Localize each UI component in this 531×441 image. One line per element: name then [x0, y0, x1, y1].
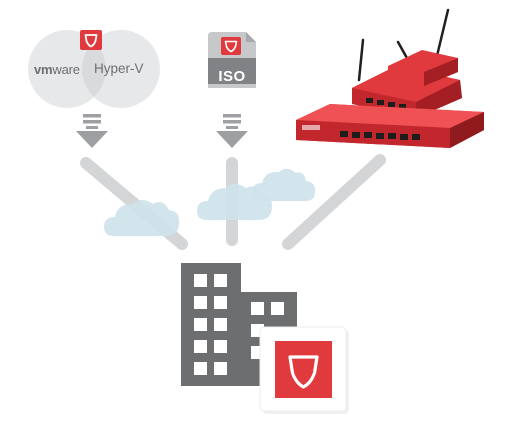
cloud-icon — [252, 168, 316, 201]
vmware-logo-prefix: vm — [34, 62, 53, 77]
brand-card — [259, 326, 349, 414]
hyperv-circle — [82, 30, 160, 108]
cloud-icon — [104, 200, 180, 236]
connection-hw-line — [282, 154, 386, 250]
iso-label: ISO — [218, 68, 246, 85]
iso-file-icon — [208, 32, 256, 88]
brand-shield-icon — [80, 30, 102, 50]
vmware-logo-suffix: ware — [52, 62, 80, 77]
hyperv-label: Hyper-V — [94, 61, 144, 76]
arrow-down-icon — [216, 114, 248, 148]
vmware-logo: vmware — [34, 62, 80, 77]
firewall-appliance-icon — [296, 8, 484, 148]
shield-icon — [275, 341, 332, 398]
arrow-down-icon — [76, 114, 108, 148]
